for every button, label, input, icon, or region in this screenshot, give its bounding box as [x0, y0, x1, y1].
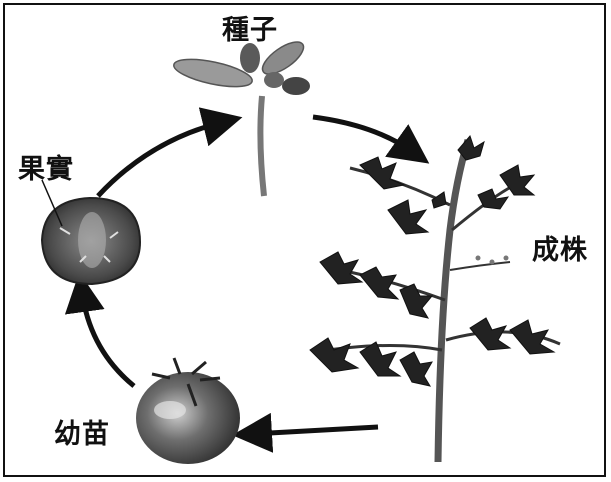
half-tomato-illustration	[40, 179, 142, 286]
label-seed: 種子	[222, 15, 278, 46]
label-mature-plant: 成株	[532, 235, 588, 266]
arrow-seed-to-plant	[312, 114, 430, 164]
arrow-fruit-to-seed	[96, 107, 243, 198]
arrow-seedling-to-fruit	[64, 272, 136, 388]
label-seedling: 幼苗	[54, 419, 110, 450]
seed-sprout-illustration	[173, 41, 310, 197]
whole-tomato-illustration	[136, 357, 240, 464]
arrow-plant-to-seedling	[232, 412, 379, 453]
label-fruit: 果實	[18, 154, 74, 185]
mature-plant-illustration	[309, 135, 561, 463]
